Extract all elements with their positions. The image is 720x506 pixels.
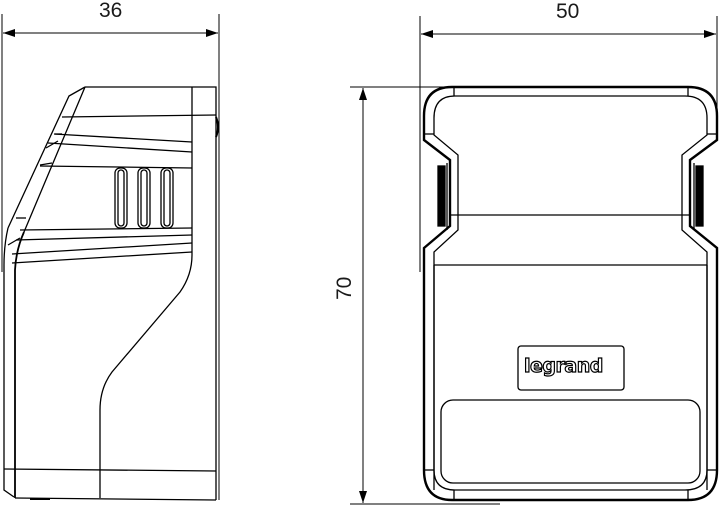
side-view	[1, 14, 220, 501]
logo-frame	[517, 345, 625, 391]
clip-left	[437, 165, 446, 227]
dimension-label-36: 36	[99, 0, 123, 22]
dimension-label-50: 50	[556, 0, 580, 23]
legrand-logo: legrand	[523, 354, 604, 377]
clip-right	[695, 165, 704, 227]
front-view	[350, 16, 719, 505]
dimension-label-70: 70	[333, 276, 356, 300]
vent-slots	[114, 167, 174, 229]
label-window	[440, 399, 701, 484]
